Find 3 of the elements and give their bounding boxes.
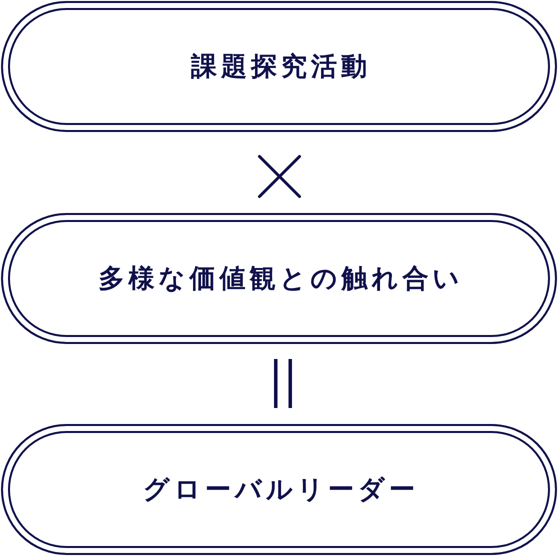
node-text: 多様な価値観との触れ合い <box>98 262 464 294</box>
node-text: 課題探究活動 <box>191 50 371 82</box>
node-text: グローバルリーダー <box>143 474 419 506</box>
